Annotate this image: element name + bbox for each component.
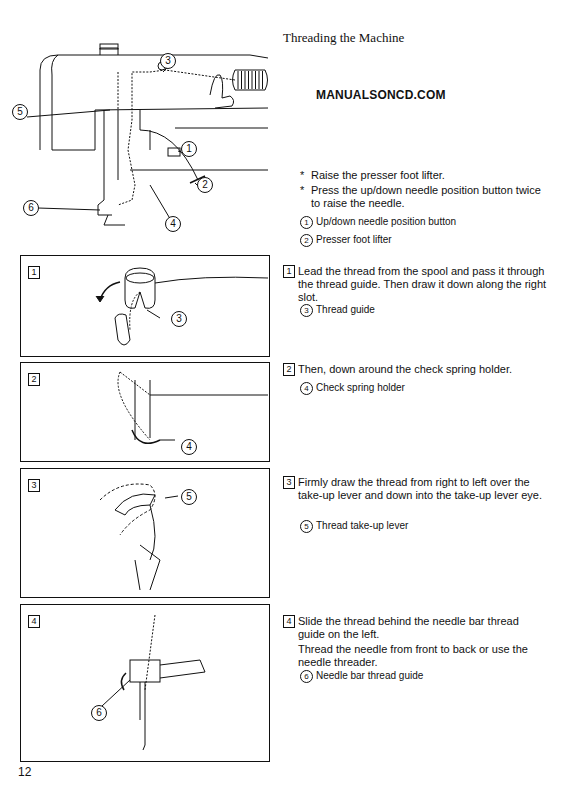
step-number: 2 — [283, 363, 295, 376]
legend-text: Presser foot lifter — [316, 234, 556, 246]
part-name: Needle bar thread guide — [316, 670, 546, 682]
step-number: 1 — [283, 265, 295, 278]
step-text: Lead the thread from the spool and pass … — [298, 265, 548, 304]
step-number: 3 — [28, 479, 40, 492]
step-frame: 24 — [20, 362, 270, 462]
callout-number: 6 — [91, 705, 107, 721]
step-number: 1 — [28, 266, 40, 279]
page-number: 12 — [18, 766, 31, 779]
callout-number: 4 — [165, 216, 181, 232]
step-number: 2 — [28, 373, 40, 386]
callout-number: 5 — [181, 489, 197, 505]
callout-number: 2 — [300, 234, 313, 247]
part-name: Thread guide — [316, 304, 546, 316]
callout-number: 2 — [197, 177, 213, 193]
step-text: Slide the thread behind the needle bar t… — [298, 615, 533, 641]
callout-number: 6 — [300, 670, 313, 683]
step-number: 4 — [283, 615, 295, 628]
callout-number: 1 — [181, 141, 197, 157]
callout-number: 1 — [300, 216, 313, 229]
note-text: Raise the presser foot lifter. — [311, 169, 551, 182]
watermark: MANUALSONCD.COM — [316, 89, 446, 102]
page-title: Threading the Machine — [283, 31, 543, 44]
callout-number: 4 — [300, 382, 313, 395]
callout-number: 5 — [12, 104, 28, 120]
part-name: Thread take-up lever — [316, 520, 546, 532]
part-name: Check spring holder — [316, 382, 546, 394]
bullet: * — [300, 169, 304, 182]
legend-text: Up/down needle position button — [316, 216, 556, 228]
note-text: Press the up/down needle position button… — [311, 184, 541, 210]
step-frame: 46 — [20, 604, 270, 762]
callout-number: 4 — [181, 439, 197, 455]
step-frame: 35 — [20, 468, 270, 598]
step-number: 3 — [283, 476, 295, 489]
callout-number: 3 — [160, 53, 176, 69]
step-number: 4 — [28, 615, 40, 628]
callout-number: 6 — [23, 200, 39, 216]
step-text: Firmly draw the thread from right to lef… — [298, 476, 548, 502]
step-text: Then, down around the check spring holde… — [298, 363, 548, 376]
bullet: * — [300, 184, 304, 197]
step-frame: 13 — [20, 255, 270, 357]
callout-number: 3 — [171, 311, 187, 327]
callout-number: 5 — [300, 520, 313, 533]
callout-number: 3 — [300, 304, 313, 317]
step-text: Thread the needle from front to back or … — [298, 643, 548, 669]
